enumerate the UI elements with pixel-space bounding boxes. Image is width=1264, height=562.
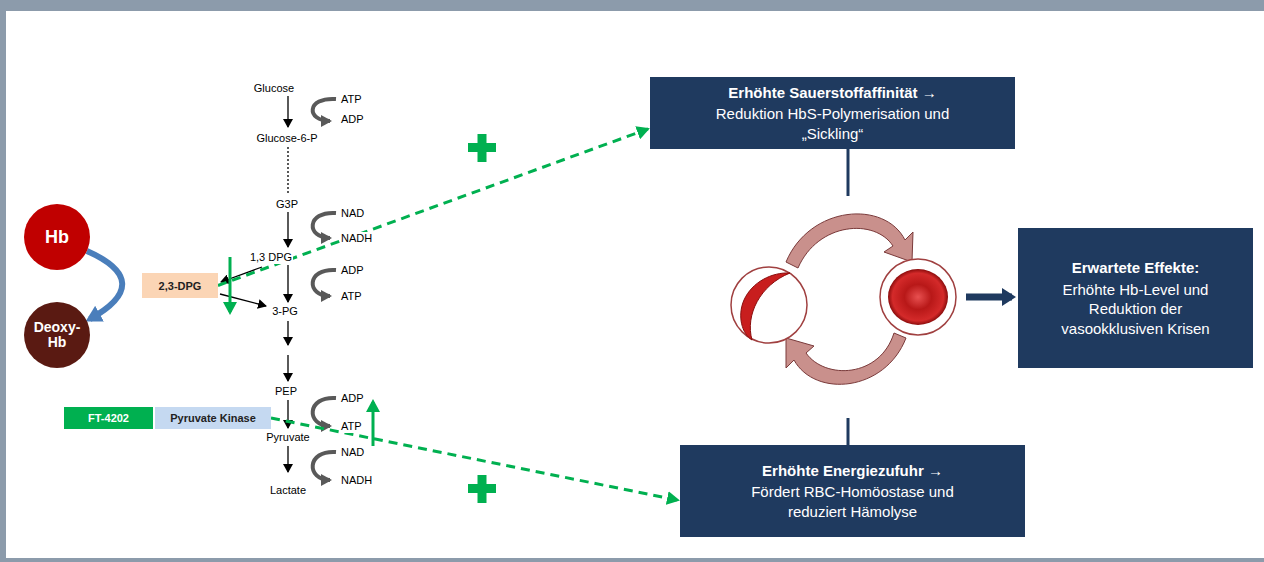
dotted-steps xyxy=(287,147,288,193)
sickle-cell xyxy=(741,273,790,340)
effect-box: Erhöhte Sauerstoffaffinität →Reduktion H… xyxy=(650,77,1015,150)
cofactor-label: NAD xyxy=(340,446,365,459)
deoxy-hemoglobin-circle: Deoxy-Hb xyxy=(24,302,90,368)
metabolite-label: Glucose xyxy=(253,82,295,95)
metabolite-label: Pyruvate xyxy=(265,431,310,444)
cofactor-label: ADP xyxy=(340,392,365,405)
outcome-box: Erwartete Effekte:Erhöhte Hb-Level und R… xyxy=(1018,228,1253,368)
connector-stem xyxy=(847,145,850,196)
connector-stem xyxy=(847,418,850,446)
conversion-arrow xyxy=(87,251,122,319)
cycle-arrow xyxy=(786,333,906,384)
red-blood-cell xyxy=(888,269,948,325)
node-heading: Deoxy-Hb xyxy=(29,320,85,351)
cofactor-label: ATP xyxy=(340,420,363,433)
metabolite-box: 2,3-DPG xyxy=(142,273,218,298)
metabolite-label: Lactate xyxy=(269,484,307,497)
cofactor-label: ADP xyxy=(340,113,365,126)
plus-symbol xyxy=(468,134,496,503)
cofactor-label: NADH xyxy=(340,474,373,487)
node-body: Fördert RBC-Homöostase und reduziert Häm… xyxy=(725,482,980,521)
cofactor-label: NADH xyxy=(340,232,373,245)
node-heading: Pyruvate Kinase xyxy=(170,412,256,424)
node-body: Reduktion HbS-Polymerisation und „Sickli… xyxy=(690,104,975,143)
enzyme-box: Pyruvate Kinase xyxy=(155,407,271,429)
cofactor-label: ATP xyxy=(340,93,363,106)
node-heading: FT-4202 xyxy=(88,412,129,424)
effect-arrow xyxy=(271,418,678,500)
cofactor-label: ATP xyxy=(340,290,363,303)
node-heading: Hb xyxy=(45,227,69,248)
cofactor-label: NAD xyxy=(340,207,365,220)
frame-top xyxy=(0,0,1264,11)
cofactor-curls xyxy=(313,99,336,480)
frame-left xyxy=(0,0,6,562)
node-heading: Erwartete Effekte: xyxy=(1072,258,1200,278)
frame-bottom xyxy=(0,558,1264,562)
drug-box: FT-4202 xyxy=(64,407,153,429)
hemoglobin-circle: Hb xyxy=(24,204,90,270)
metabolite-label: G3P xyxy=(275,198,299,211)
metabolite-label: 3-PG xyxy=(271,305,299,318)
effect-arrow xyxy=(966,294,1012,301)
cofactor-label: ADP xyxy=(340,264,365,277)
cell-outline xyxy=(880,259,956,335)
effect-box: Erhöhte Energiezufuhr →Fördert RBC-Homöo… xyxy=(680,445,1025,537)
node-heading: 2,3-DPG xyxy=(159,280,202,292)
decrease-arrow xyxy=(229,257,232,312)
cycle-arrow xyxy=(786,214,913,268)
effect-arrow xyxy=(218,129,648,286)
node-body: Erhöhte Hb-Level und Reduktion der vasoo… xyxy=(1038,280,1233,339)
metabolite-label: PEP xyxy=(274,385,298,398)
metabolite-label: 1,3 DPG xyxy=(249,251,293,264)
cell-outline xyxy=(731,267,807,343)
node-heading: Erhöhte Sauerstoffaffinität → xyxy=(728,83,936,103)
node-heading: Erhöhte Energiezufuhr → xyxy=(762,461,943,481)
metabolite-label: Glucose-6-P xyxy=(255,132,318,145)
